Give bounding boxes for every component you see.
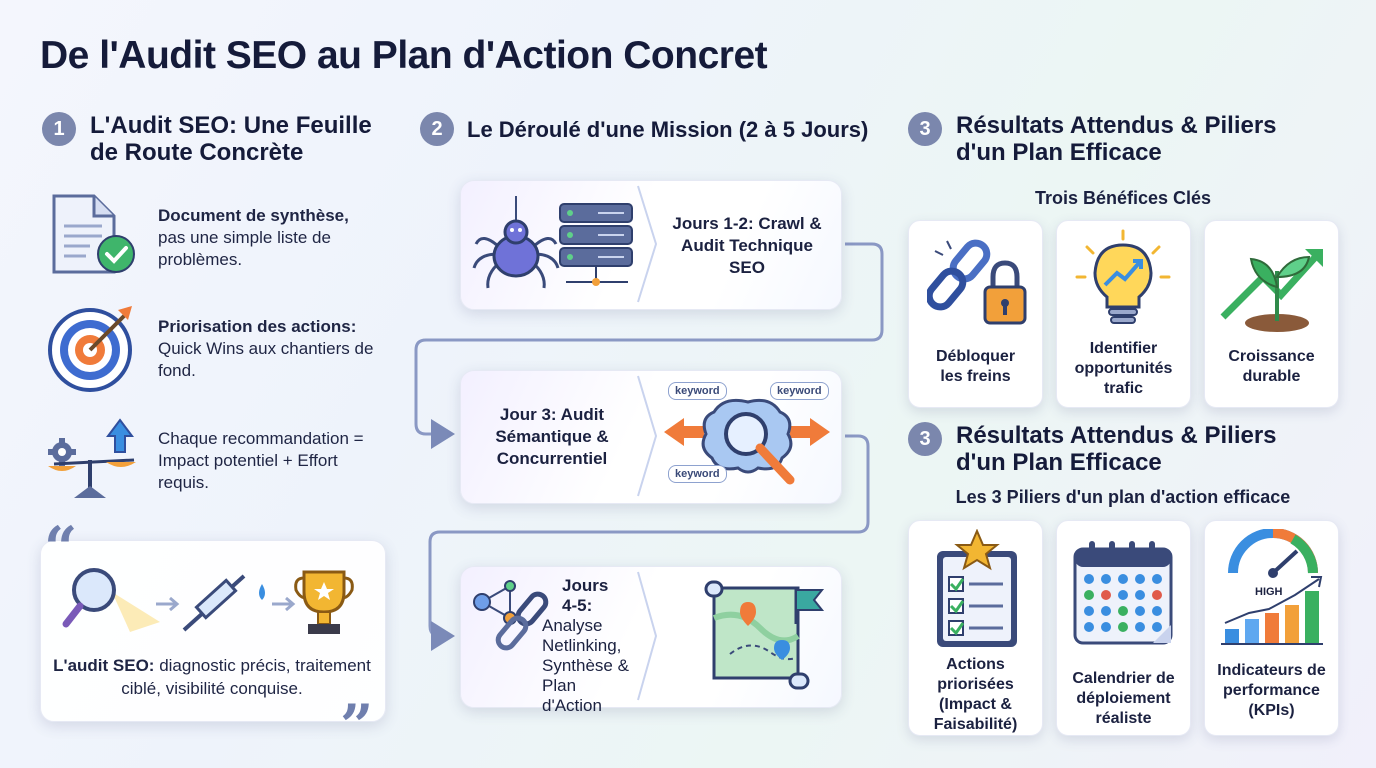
- pillar-label-3: Indicateurs de performance (KPIs): [1217, 662, 1326, 719]
- section1-title: L'Audit SEO: Une Feuille de Route Concrè…: [90, 112, 372, 166]
- keyword-tag: keyword: [668, 465, 727, 483]
- gauge-bar-chart-icon: HIGH: [1221, 529, 1323, 645]
- step-3-label: Jours 4-5: Analyse Netlinking, Synthèse …: [542, 576, 629, 715]
- step-card-1: [460, 180, 842, 310]
- feature-prioritisation: Priorisation des actions: Quick Wins aux…: [158, 317, 374, 380]
- roadmap-scroll-icon: [704, 580, 825, 690]
- section2-number: 2: [420, 112, 454, 146]
- document-check-icon: [52, 194, 135, 274]
- benefit-tile-3: Croissance durable: [1204, 220, 1339, 408]
- keyword-tag: keyword: [770, 382, 829, 400]
- section1-number: 1: [42, 112, 76, 146]
- chevron-divider-icon: [637, 571, 658, 701]
- diagnosis-journey-icons: [62, 568, 354, 634]
- trophy-icon: [294, 570, 354, 634]
- section3a-subtitle: Trois Bénéfices Clés: [1034, 188, 1212, 208]
- syringe-icon: [182, 574, 265, 632]
- benefit-tile-2: Identifier opportunités trafic: [1056, 220, 1191, 408]
- open-quote-icon: “: [44, 514, 78, 582]
- checklist-star-icon: [937, 529, 1017, 647]
- benefit-label-3: Croissance durable: [1228, 348, 1315, 385]
- lightbulb-growth-icon: [1075, 229, 1171, 324]
- pillar-label-1: Actions priorisées (Impact & Faisabilité…: [933, 656, 1018, 733]
- benefit-tile-1: Débloquer les freins: [908, 220, 1043, 408]
- calendar-icon: [1073, 541, 1173, 645]
- broken-chain-lock-icon: [927, 239, 1027, 325]
- section3b-subtitle: Les 3 Piliers d'un plan d'action efficac…: [955, 487, 1291, 507]
- benefit-label-1: Débloquer les freins: [935, 348, 1016, 385]
- section3a-title: Résultats Attendus & Piliers d'un Plan E…: [956, 112, 1277, 166]
- network-chain-icon: [473, 580, 549, 651]
- quote-text: L'audit SEO: diagnostic précis, traiteme…: [53, 656, 371, 698]
- balance-scale-icon: [48, 418, 136, 498]
- target-icon: [48, 306, 132, 392]
- plant-growth-icon: [1220, 249, 1323, 332]
- pillar-tile-1: Actions priorisées (Impact & Faisabilité…: [908, 520, 1043, 736]
- chevron-divider-icon: [637, 375, 658, 497]
- feature-recommendation: Chaque recommandation = Impact potentiel…: [158, 429, 364, 492]
- section3a-number: 3: [908, 112, 942, 146]
- section3b-number: 3: [908, 422, 942, 456]
- pillar-tile-3: HIGH Indicateurs de performance (KPIs): [1204, 520, 1339, 736]
- gauge-high-label: HIGH: [1255, 586, 1283, 598]
- pillar-tile-2: Calendrier de déploiement réaliste: [1056, 520, 1191, 736]
- feature-document: Document de synthèse, pas une simple lis…: [158, 206, 349, 269]
- page-title: De l'Audit SEO au Plan d'Action Concret: [40, 34, 768, 77]
- pillar-label-2: Calendrier de déploiement réaliste: [1072, 670, 1175, 727]
- section2-title: Le Déroulé d'une Mission (2 à 5 Jours): [467, 117, 869, 142]
- step-2-label: Jour 3: Audit Sémantique & Concurrentiel: [495, 405, 609, 468]
- section3b-title: Résultats Attendus & Piliers d'un Plan E…: [956, 422, 1277, 476]
- brain-magnifier-icon: [664, 398, 830, 485]
- chevron-divider-icon: [637, 185, 658, 303]
- close-quote-icon: ”: [340, 692, 374, 760]
- spider-server-icon: [472, 196, 633, 289]
- magnifier-icon: [62, 568, 160, 632]
- keyword-tag: keyword: [668, 382, 727, 400]
- benefit-label-2: Identifier opportunités trafic: [1074, 340, 1173, 397]
- step-1-label: Jours 1-2: Crawl & Audit Technique SEO: [672, 214, 822, 277]
